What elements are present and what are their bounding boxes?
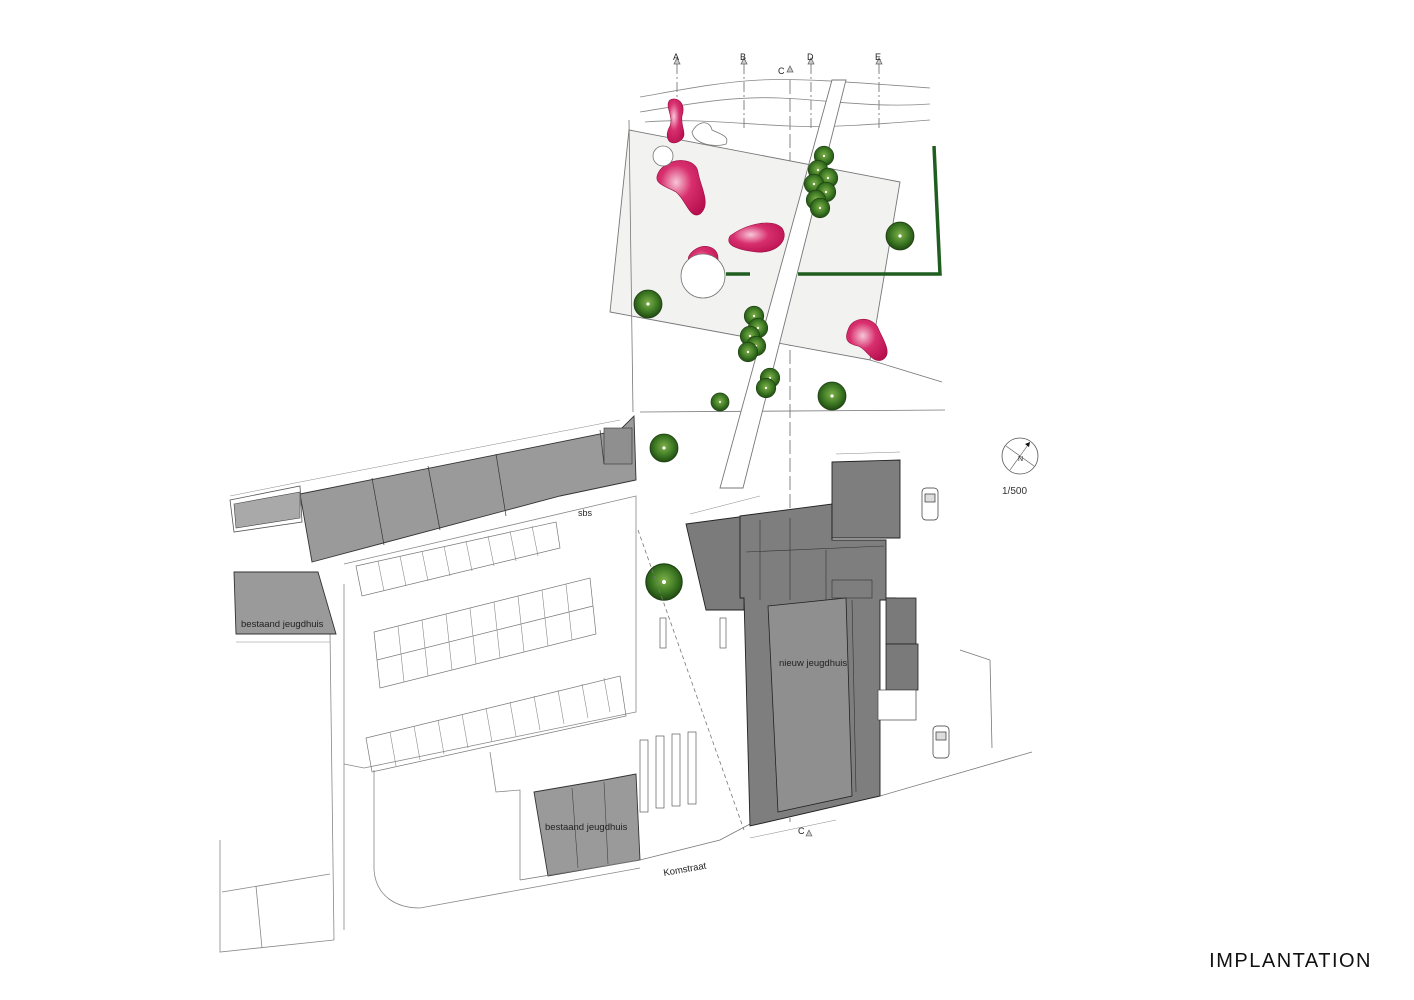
existing-youth-house-top [233, 571, 337, 635]
section-mark-a: A [673, 52, 679, 62]
parking-stalls [355, 521, 627, 773]
dimension-lines [229, 419, 901, 839]
car-top [921, 487, 939, 521]
bike-racks [639, 617, 727, 813]
section-mark-e: E [875, 52, 881, 62]
plot-edge [639, 409, 946, 413]
existing-long-building [229, 414, 637, 563]
plot-edge [869, 359, 943, 383]
north-arrow-icon [1001, 437, 1039, 475]
page-title: IMPLANTATION [1209, 950, 1372, 972]
section-mark-b: B [740, 52, 746, 62]
lower-left-plots [219, 751, 641, 953]
section-mark-bottom-label: C [798, 826, 805, 836]
north-label: N [1018, 456, 1023, 463]
new-youth-house [685, 459, 919, 827]
plot-edge [628, 119, 634, 413]
section-mark-c: C [778, 66, 785, 76]
play-elements-outline [652, 122, 728, 299]
section-mark-bottom [805, 829, 813, 837]
scale-label: 1/500 [1002, 486, 1028, 497]
car-bottom [932, 725, 950, 759]
substation-label: sbs [578, 508, 593, 518]
existing-youth-house-top-label: bestaand jeugdhuis [241, 619, 324, 630]
section-mark-d: D [807, 52, 814, 62]
street-label: Komstraat [663, 861, 708, 879]
new-youth-house-label: nieuw jeugdhuis [779, 658, 847, 669]
street-edge [519, 529, 1033, 881]
hedge [726, 145, 942, 276]
existing-youth-house-bottom [533, 773, 641, 877]
existing-youth-house-bottom-label: bestaand jeugdhuis [545, 822, 628, 833]
parking-area [329, 495, 637, 941]
parking-stall-dividers [377, 525, 611, 767]
terrain-lines [639, 79, 931, 127]
